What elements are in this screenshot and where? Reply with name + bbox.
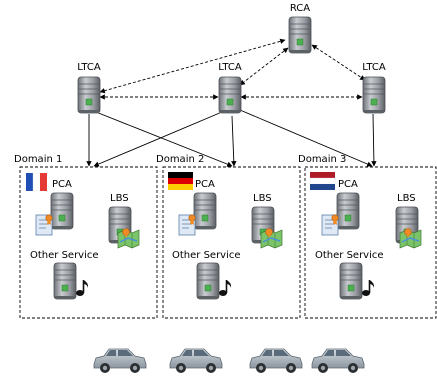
server-icon	[196, 262, 220, 300]
server-icon	[53, 262, 77, 300]
domain-2-pca-label: PCA	[195, 179, 215, 190]
link-rca-ltca-left	[99, 38, 286, 94]
car-icon	[249, 348, 303, 374]
domain-1-pca-label: PCA	[52, 179, 72, 190]
music-note-icon	[218, 279, 232, 297]
domain-3-pca-label: PCA	[338, 179, 358, 190]
domain-1-title: Domain 1	[14, 154, 62, 165]
ltca-right-node: LTCA	[362, 62, 386, 114]
server-icon	[193, 192, 217, 230]
document-cert-icon	[35, 214, 53, 236]
domain-3-title: Domain 3	[298, 154, 346, 165]
server-icon	[288, 16, 312, 54]
domain-3-box	[304, 166, 437, 319]
rca-label: RCA	[290, 3, 310, 14]
vehicles	[93, 348, 365, 374]
ltca-center-node: LTCA	[218, 62, 242, 114]
music-note-icon	[75, 279, 89, 297]
music-note-icon	[361, 279, 375, 297]
domain-2-title: Domain 2	[156, 154, 204, 165]
domain-1-other-label: Other Service	[30, 250, 99, 261]
arrow-ltca-right-domain3	[371, 113, 377, 167]
ltca-right-label: LTCA	[362, 62, 386, 73]
domain-2-other-label: Other Service	[172, 250, 241, 261]
server-icon	[336, 192, 360, 230]
server-icon	[77, 76, 101, 114]
server-icon	[50, 192, 74, 230]
domain-1-box	[19, 166, 158, 319]
flag-icon	[168, 172, 193, 190]
domain-1: Domain 1 PCA LBS Other Service	[14, 154, 158, 319]
flag-icon	[26, 172, 47, 192]
domain-3-other-label: Other Service	[315, 250, 384, 261]
document-cert-icon	[321, 214, 339, 236]
ltca-left-label: LTCA	[77, 62, 101, 73]
solid-links	[86, 109, 377, 167]
domain-2-box	[162, 166, 301, 319]
server-icon	[339, 262, 363, 300]
dashed-links	[99, 38, 366, 100]
arrow-ltca-center-domain1	[93, 111, 223, 167]
map-pin-icon	[260, 227, 283, 249]
arrow-ltca-left-domain2	[95, 111, 233, 167]
server-icon	[362, 76, 386, 114]
domain-2: Domain 2 PCA LBS Other Service	[156, 154, 301, 319]
flag-icon	[309, 172, 336, 190]
arrow-ltca-center-domain2	[231, 115, 237, 167]
domain-2-lbs-label: LBS	[253, 193, 272, 204]
server-icon	[218, 76, 242, 114]
car-icon	[93, 348, 147, 374]
map-pin-icon	[399, 227, 422, 249]
domain-1-lbs-label: LBS	[110, 193, 129, 204]
link-rca-ltca-center	[239, 47, 289, 86]
map-pin-icon	[117, 227, 140, 249]
car-icon	[311, 348, 365, 374]
domain-3-lbs-label: LBS	[397, 193, 416, 204]
ltca-center-label: LTCA	[218, 62, 242, 73]
car-icon	[169, 348, 223, 374]
document-cert-icon	[178, 214, 196, 236]
domain-3: Domain 3 PCA LBS Other Service	[298, 154, 437, 319]
link-rca-ltca-right	[311, 44, 366, 81]
ltca-left-node: LTCA	[77, 62, 101, 114]
arrow-ltca-center-domain3	[239, 109, 373, 167]
rca-node: RCA	[288, 3, 312, 54]
